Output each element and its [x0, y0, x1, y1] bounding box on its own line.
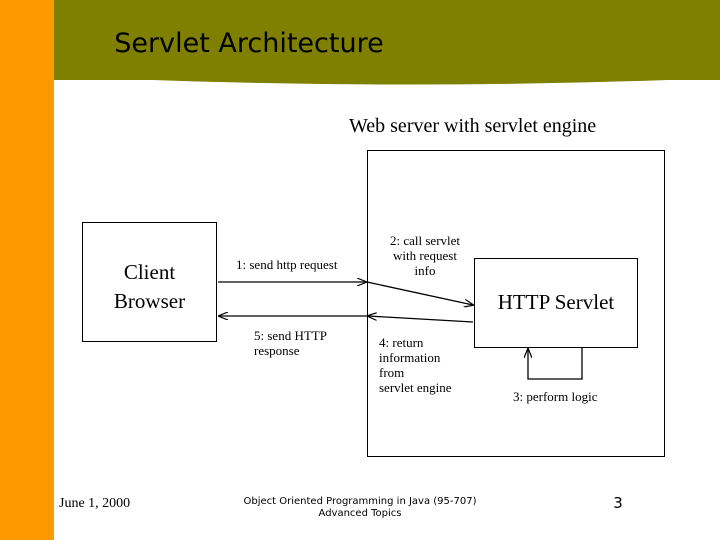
left-accent-bar	[0, 0, 54, 540]
step4-line1: 4: return	[379, 335, 424, 350]
page-number: 3	[613, 494, 623, 512]
title-band-curve	[54, 70, 720, 85]
step2-line3: info	[414, 263, 436, 278]
web-server-label: Web server with servlet engine	[349, 115, 597, 137]
http-servlet-label: HTTP Servlet	[497, 290, 615, 314]
slide-title: Servlet Architecture	[114, 28, 384, 59]
title-band	[54, 0, 720, 80]
client-browser-box	[82, 222, 217, 342]
step4-line3: from	[379, 365, 405, 380]
step2-line1: 2: call servlet	[389, 233, 461, 248]
footer-course: Object Oriented Programming in Java (95-…	[220, 496, 500, 520]
step3-label: 3: perform logic	[513, 389, 598, 404]
step5-label: 5: send HTTP response	[254, 328, 354, 358]
step2-line2: with request	[393, 248, 457, 263]
client-label-line2: Browser	[113, 289, 186, 313]
web-server-box	[367, 150, 665, 457]
step4-label: 4: return information from servlet engin…	[379, 335, 469, 395]
footer-course-line2: Advanced Topics	[318, 508, 402, 519]
http-servlet-box	[474, 258, 638, 348]
client-label-line1: Client	[123, 260, 176, 284]
step5-line2: response	[254, 343, 300, 358]
footer-course-line1: Object Oriented Programming in Java (95-…	[243, 496, 477, 507]
step2-label: 2: call servlet with request info	[380, 233, 470, 278]
arrow-return-info	[368, 316, 474, 323]
step5-line1: 5: send HTTP	[254, 328, 327, 343]
arrow-perform-logic	[528, 348, 583, 380]
footer-date: June 1, 2000	[59, 496, 131, 511]
step1-label: 1: send http request	[236, 257, 338, 272]
arrow-call-servlet	[366, 281, 473, 305]
step4-line2: information	[379, 350, 441, 365]
step4-line4: servlet engine	[379, 380, 452, 395]
client-browser-label: Client Browser	[82, 258, 217, 316]
